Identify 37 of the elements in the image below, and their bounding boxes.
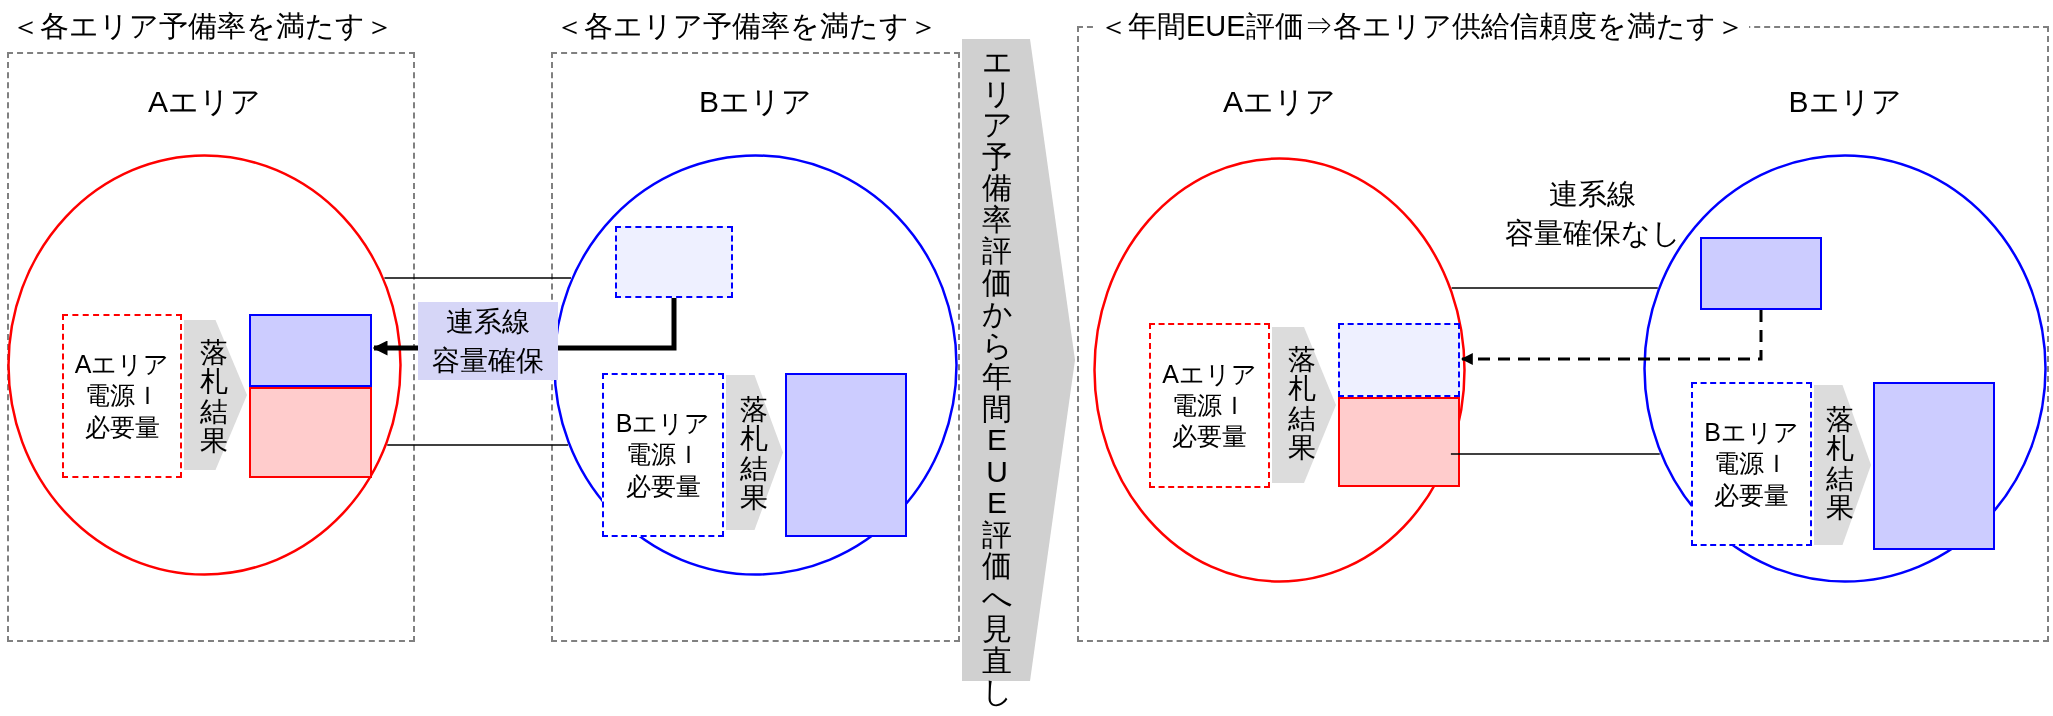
- box-label: Bエリア電源Ｉ必要量: [615, 408, 711, 502]
- area-heading: Aエリア: [1223, 84, 1336, 120]
- chevron-arrow: [1272, 327, 1336, 483]
- capacity-bar: [1873, 382, 1995, 550]
- dashed-box: [615, 226, 733, 298]
- dashed-box: [602, 373, 724, 537]
- chevron-arrow: [184, 320, 247, 470]
- tie-line: [1450, 453, 1661, 455]
- box-label: Aエリア電源Ｉ必要量: [1162, 358, 1257, 453]
- chevron-arrow: [1814, 385, 1871, 545]
- edge-label: 連系線容量確保: [418, 302, 558, 381]
- capacity-bar: [1338, 323, 1460, 397]
- chevron-arrow: [726, 375, 783, 530]
- capacity-bar: [249, 387, 372, 478]
- chevron-arrow: [962, 39, 1075, 681]
- edge-label: 落札結果: [739, 395, 769, 513]
- area-heading: Bエリア: [699, 84, 812, 120]
- edge-label: 落札結果: [1287, 345, 1317, 463]
- area-heading: Bエリア: [1788, 84, 1902, 120]
- capacity-bar: [249, 314, 372, 387]
- tie-line: [383, 277, 572, 279]
- edge-label: 落札結果: [199, 338, 229, 456]
- box-label: Aエリア電源Ｉ必要量: [74, 349, 170, 443]
- note-label: 連系線容量確保なし: [1505, 177, 1680, 252]
- dashed-arrow: [1460, 310, 1763, 365]
- capacity-bar: [785, 373, 907, 537]
- capacity-bar: [1338, 397, 1460, 487]
- tie-line: [1450, 287, 1659, 289]
- dashed-box: [1691, 382, 1812, 546]
- area-heading: Aエリア: [148, 84, 261, 120]
- edge-label: 落札結果: [1825, 405, 1855, 523]
- edge-label: エリア予備率評価から年間EUE評価へ見直し: [981, 46, 1013, 708]
- box-label: Bエリア電源Ｉ必要量: [1704, 417, 1799, 511]
- dashed-box: [62, 314, 182, 478]
- tie-line: [386, 444, 569, 446]
- dashed-box: [1149, 323, 1270, 488]
- capacity-bar: [1700, 237, 1822, 310]
